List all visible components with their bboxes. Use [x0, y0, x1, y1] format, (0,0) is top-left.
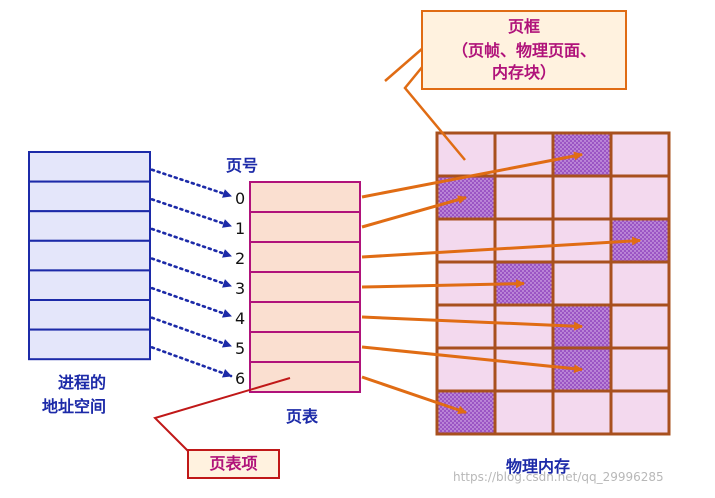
memory-frame-5-1 [493, 346, 555, 393]
address-space-page-0 [28, 151, 151, 183]
page-to-frame-arrows [361, 151, 641, 415]
page-number-2: 2 [235, 249, 246, 268]
page-frame-aliases-end: 内存块） [491, 63, 556, 82]
memory-frame-2-1 [493, 217, 555, 264]
address-space-page-3 [28, 239, 151, 272]
address-space-page-5 [28, 299, 151, 331]
address-space-page-4 [28, 269, 151, 301]
page-to-frame-arrow-5 [361, 345, 583, 374]
memory-frame-6-2 [551, 389, 613, 436]
address-space-page-2 [28, 210, 151, 242]
page-table-entry-callout: 页表项 [187, 449, 280, 479]
page-table-entry-1 [249, 211, 361, 243]
page-to-frame-arrow-6 [361, 375, 467, 415]
page-number-4: 4 [235, 309, 246, 328]
address-to-page-arrow-4 [150, 286, 233, 318]
memory-frame-2-0 [435, 217, 497, 264]
memory-frame-1-3 [609, 174, 671, 221]
address-space-page-1 [28, 180, 151, 213]
memory-frame-6-1 [493, 389, 555, 436]
page-table-entry-callout-pointer [153, 377, 291, 454]
page-to-frame-arrow-2 [361, 236, 641, 259]
process-address-space-label-2: 地址空间 [42, 397, 107, 416]
watermark: https://blog.csdn.net/qq_29996285 [453, 470, 664, 484]
page-frame-callout-pointer [384, 47, 466, 161]
memory-frame-0-3 [609, 131, 671, 178]
memory-frame-5-3 [609, 346, 671, 393]
memory-frame-6-3 [609, 389, 671, 436]
page-number-header: 页号 [226, 156, 259, 175]
process-address-space [28, 151, 151, 361]
memory-frame-3-2 [551, 260, 613, 307]
callout-pointers [153, 47, 466, 454]
page-number-6: 6 [235, 369, 246, 388]
address-to-page-arrow-5 [150, 316, 233, 348]
page-number-1: 1 [235, 219, 246, 238]
memory-frame-3-3 [609, 260, 671, 307]
address-to-page-arrow-3 [150, 257, 233, 288]
address-to-page-arrows [150, 168, 233, 378]
memory-frame-2-2 [551, 217, 613, 264]
page-to-frame-arrow-4 [361, 315, 583, 331]
page-table-entry-0 [249, 181, 361, 213]
page-to-frame-arrow-3 [361, 279, 525, 289]
memory-frame-4-3 [609, 303, 671, 350]
memory-frame-1-2 [551, 174, 613, 221]
memory-frame-1-1 [493, 174, 555, 221]
page-frame-callout: 页框 （页帧、物理页面、 内存块） [421, 10, 627, 90]
address-space-page-6 [28, 328, 151, 361]
memory-frame-4-0 [435, 303, 497, 350]
page-to-frame-arrow-1 [361, 195, 467, 229]
address-to-page-arrow-2 [150, 227, 233, 258]
page-number-0: 0 [235, 189, 246, 208]
page-number-3: 3 [235, 279, 246, 298]
physical-memory-label: 物理内存 [506, 457, 571, 476]
page-table-entry-5 [249, 331, 361, 363]
memory-frame-4-1 [493, 303, 555, 350]
page-table-entry-6 [249, 361, 361, 393]
page-table-entry-2 [249, 241, 361, 273]
address-to-page-arrow-1 [150, 198, 233, 228]
memory-frame-0-0 [435, 131, 497, 178]
address-to-page-arrow-0 [150, 168, 233, 198]
page-table-label: 页表 [286, 407, 319, 426]
process-address-space-label-1: 进程的 [58, 373, 107, 392]
page-to-frame-arrow-0 [361, 151, 583, 199]
page-table-entry-label: 页表项 [209, 454, 258, 473]
page-frame-aliases: （页帧、物理页面、 [451, 41, 596, 60]
page-table [249, 181, 361, 393]
page-frame-title: 页框 [507, 17, 540, 36]
page-table-entry-4 [249, 301, 361, 333]
page-number-5: 5 [235, 339, 246, 358]
address-to-page-arrow-6 [150, 346, 233, 378]
page-table-entry-3 [249, 271, 361, 303]
